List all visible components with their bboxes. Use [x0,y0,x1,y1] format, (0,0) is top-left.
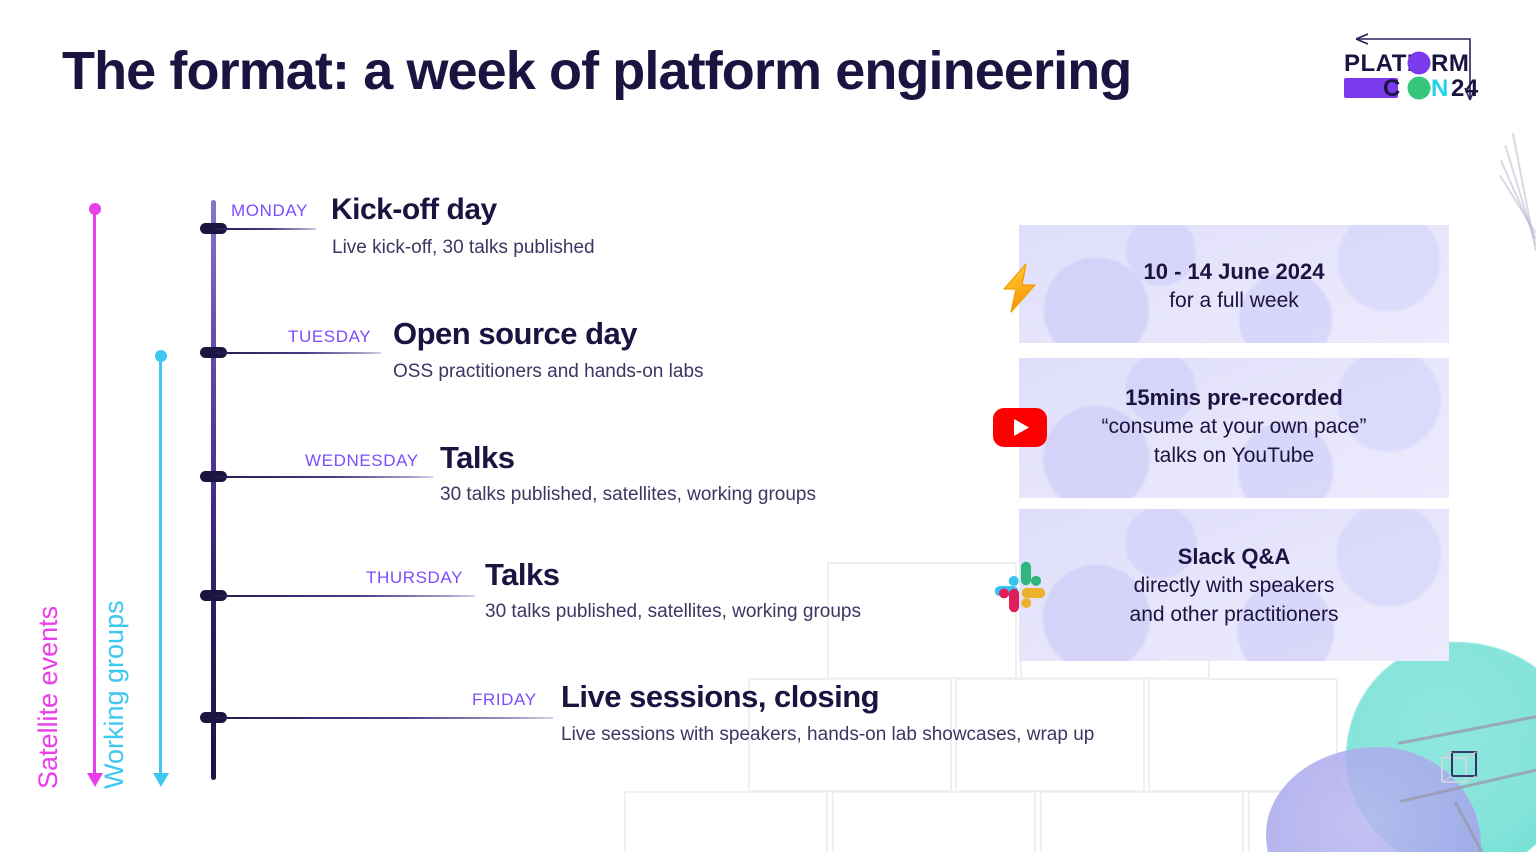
info-card-text: Slack Q&A directly with speakers and oth… [1019,542,1449,630]
timeline-day-title: Kick-off day [331,193,497,226]
deco-line [1397,713,1536,745]
deco-rect [1248,791,1452,852]
timeline-day-label: MONDAY [231,201,308,220]
deco-teal-blob [1346,642,1536,852]
deco-line [1399,766,1536,803]
info-card-line: talks on YouTube [1153,444,1315,468]
timeline-day-title: Live sessions, closing [561,679,880,714]
svg-text:N: N [1431,75,1449,102]
arrow-label: Satellite events [33,605,63,789]
arrow-label: Working groups [99,600,129,789]
info-card-line: directly with speakers [1133,574,1335,598]
deco-rect [1040,791,1244,852]
timeline-connector-line [213,595,475,597]
arrow-shaft [159,355,162,773]
lightning-bolt-icon [1003,263,1036,313]
page-title: The format: a week of platform engineeri… [62,41,1132,101]
info-card-line: “consume at your own pace” [1101,415,1367,439]
info-card-text: 10 - 14 June 2024 for a full week [1019,257,1449,316]
deco-fan-line [1512,132,1536,251]
svg-text:RM: RM [1431,50,1469,77]
info-card-slack: Slack Q&A directly with speakers and oth… [1019,509,1449,661]
timeline-day-subtitle: 30 talks published, satellites, working … [440,484,816,505]
svg-text:C: C [1383,75,1401,102]
arrow-shaft [93,208,96,773]
deco-rect [624,791,828,852]
deco-fan-line [1499,174,1536,234]
timeline-connector-line [213,352,381,354]
deco-wireframe-cube [1441,751,1477,783]
arrow-head [87,773,103,787]
timeline-day-label: WEDNESDAY [305,451,419,470]
info-card-youtube: 15mins pre-recorded “consume at your own… [1019,358,1449,498]
deco-fan-line [1500,159,1536,240]
timeline-day-subtitle: Live sessions with speakers, hands-on la… [561,724,1095,745]
info-card-text: 15mins pre-recorded “consume at your own… [1019,383,1449,471]
info-card-dates: 10 - 14 June 2024 for a full week [1019,225,1449,343]
info-card-line: for a full week [1169,289,1299,313]
timeline-day-subtitle: OSS practitioners and hands-on labs [393,361,704,382]
timeline-day-label: FRIDAY [472,690,537,709]
slack-icon[interactable] [994,561,1046,613]
deco-line [1453,800,1518,852]
info-card-bold: Slack Q&A [1177,544,1291,569]
info-card-bold: 10 - 14 June 2024 [1143,259,1325,284]
youtube-icon[interactable] [993,408,1047,447]
timeline-day-label: TUESDAY [288,327,372,346]
arrow-head [153,773,169,787]
timeline-day-subtitle: 30 talks published, satellites, working … [485,601,861,622]
timeline-connector-line [213,228,316,230]
deco-purple-blob [1266,747,1481,852]
svg-text:24: 24 [1451,75,1479,102]
timeline-day-label: THURSDAY [366,568,464,587]
timeline-connector-line [213,476,433,478]
timeline-day-title: Talks [485,557,560,592]
platformcon24-logo: PLATF RM C N 24 [1344,33,1479,102]
timeline-day-title: Talks [440,440,515,475]
timeline-connector-line [213,717,553,719]
timeline-day-title: Open source day [393,316,638,351]
info-card-bold: 15mins pre-recorded [1125,385,1343,410]
timeline-spine [211,200,216,780]
deco-fan-line [1504,145,1536,245]
info-card-line: and other practitioners [1129,603,1339,627]
deco-rect [1148,678,1338,792]
deco-rect [832,791,1036,852]
timeline-day-subtitle: Live kick-off, 30 talks published [332,237,595,258]
